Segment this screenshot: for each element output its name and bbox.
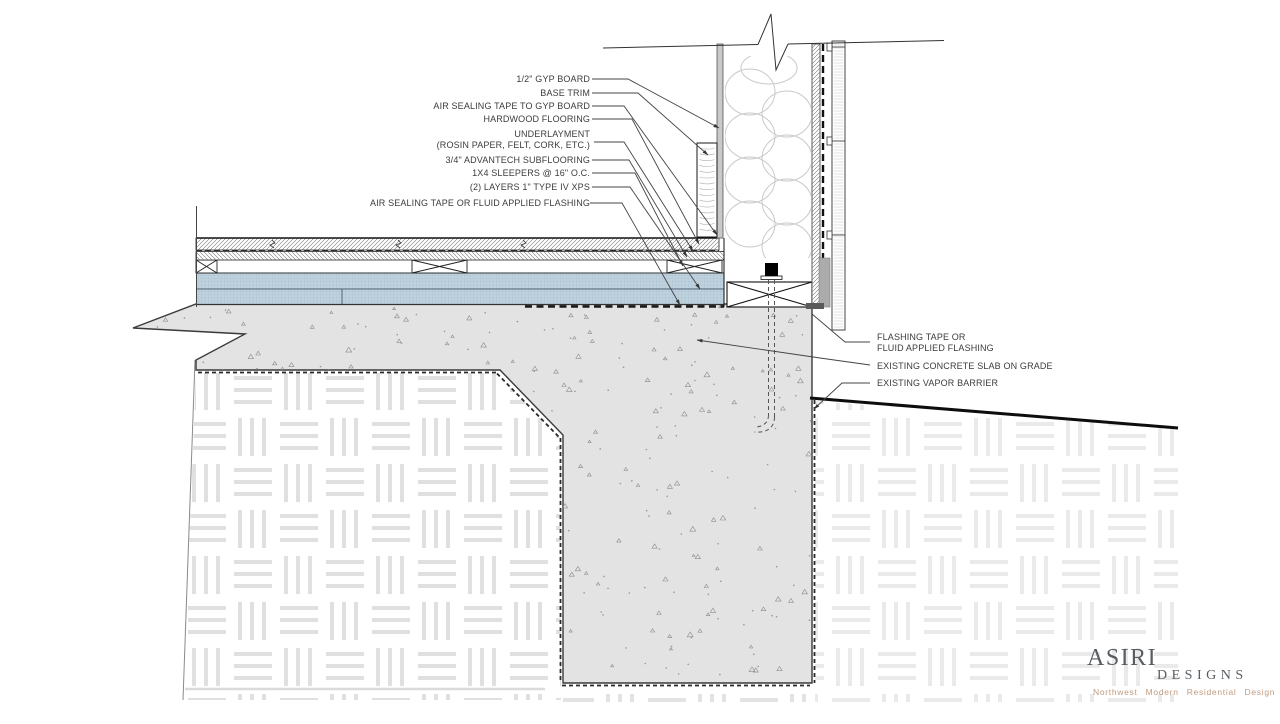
callout-sleepers: 1X4 SLEEPERS @ 16" O.C. — [472, 168, 590, 178]
earth-hatch-left — [182, 359, 561, 701]
callout-underlayment: UNDERLAYMENT — [514, 129, 590, 139]
callout-hardwood: HARDWOOD FLOORING — [483, 114, 590, 124]
base-trim — [696, 142, 718, 238]
batt-insulation — [725, 56, 811, 258]
sleepers — [195, 259, 723, 274]
siding — [826, 40, 846, 331]
xps-insulation-layers — [196, 272, 724, 306]
gyp-board — [716, 43, 724, 239]
earth-hatch-right — [815, 401, 1178, 702]
callout-tape-to-gyp: AIR SEALING TAPE TO GYP BOARD — [433, 101, 590, 111]
callout-flashing-line1: FLASHING TAPE OR — [877, 332, 966, 342]
leader-lines-right — [696, 313, 871, 410]
callout-base-trim: BASE TRIM — [540, 88, 590, 98]
logo-asiri: ASIRI — [1087, 645, 1158, 671]
callout-air-sealing-tape: AIR SEALING TAPE OR FLUID APPLIED FLASHI… — [369, 198, 590, 208]
vapor-barrier-dashed — [198, 371, 816, 687]
callout-existing-slab: EXISTING CONCRETE SLAB ON GRADE — [877, 361, 1053, 371]
callout-gyp-board: 1/2" GYP BOARD — [516, 74, 590, 84]
logo-tagline: Northwest Modern Residential Design — [1093, 687, 1276, 697]
hardwood-flooring — [195, 237, 720, 251]
sill-plate — [726, 281, 813, 308]
anchor-bolt — [754, 263, 783, 433]
flashing-tape — [806, 257, 831, 309]
callout-vapor-barrier: EXISTING VAPOR BARRIER — [877, 378, 999, 388]
grade-line — [809, 396, 1179, 430]
logo-designs: DESIGNS — [1157, 668, 1248, 683]
leader-lines-left — [590, 78, 720, 306]
callout-xps: (2) LAYERS 1" TYPE IV XPS — [469, 182, 590, 192]
earth-hatch-bottom — [563, 687, 812, 702]
callout-subflooring: 3/4" ADVANTECH SUBFLOORING — [445, 155, 590, 165]
cut-lines — [602, 13, 945, 72]
callout-underlayment-sub: (ROSIN PAPER, FELT, CORK, ETC.) — [436, 140, 590, 150]
subflooring — [195, 251, 725, 261]
callout-flashing-line2: FLUID APPLIED FLASHING — [877, 343, 994, 353]
